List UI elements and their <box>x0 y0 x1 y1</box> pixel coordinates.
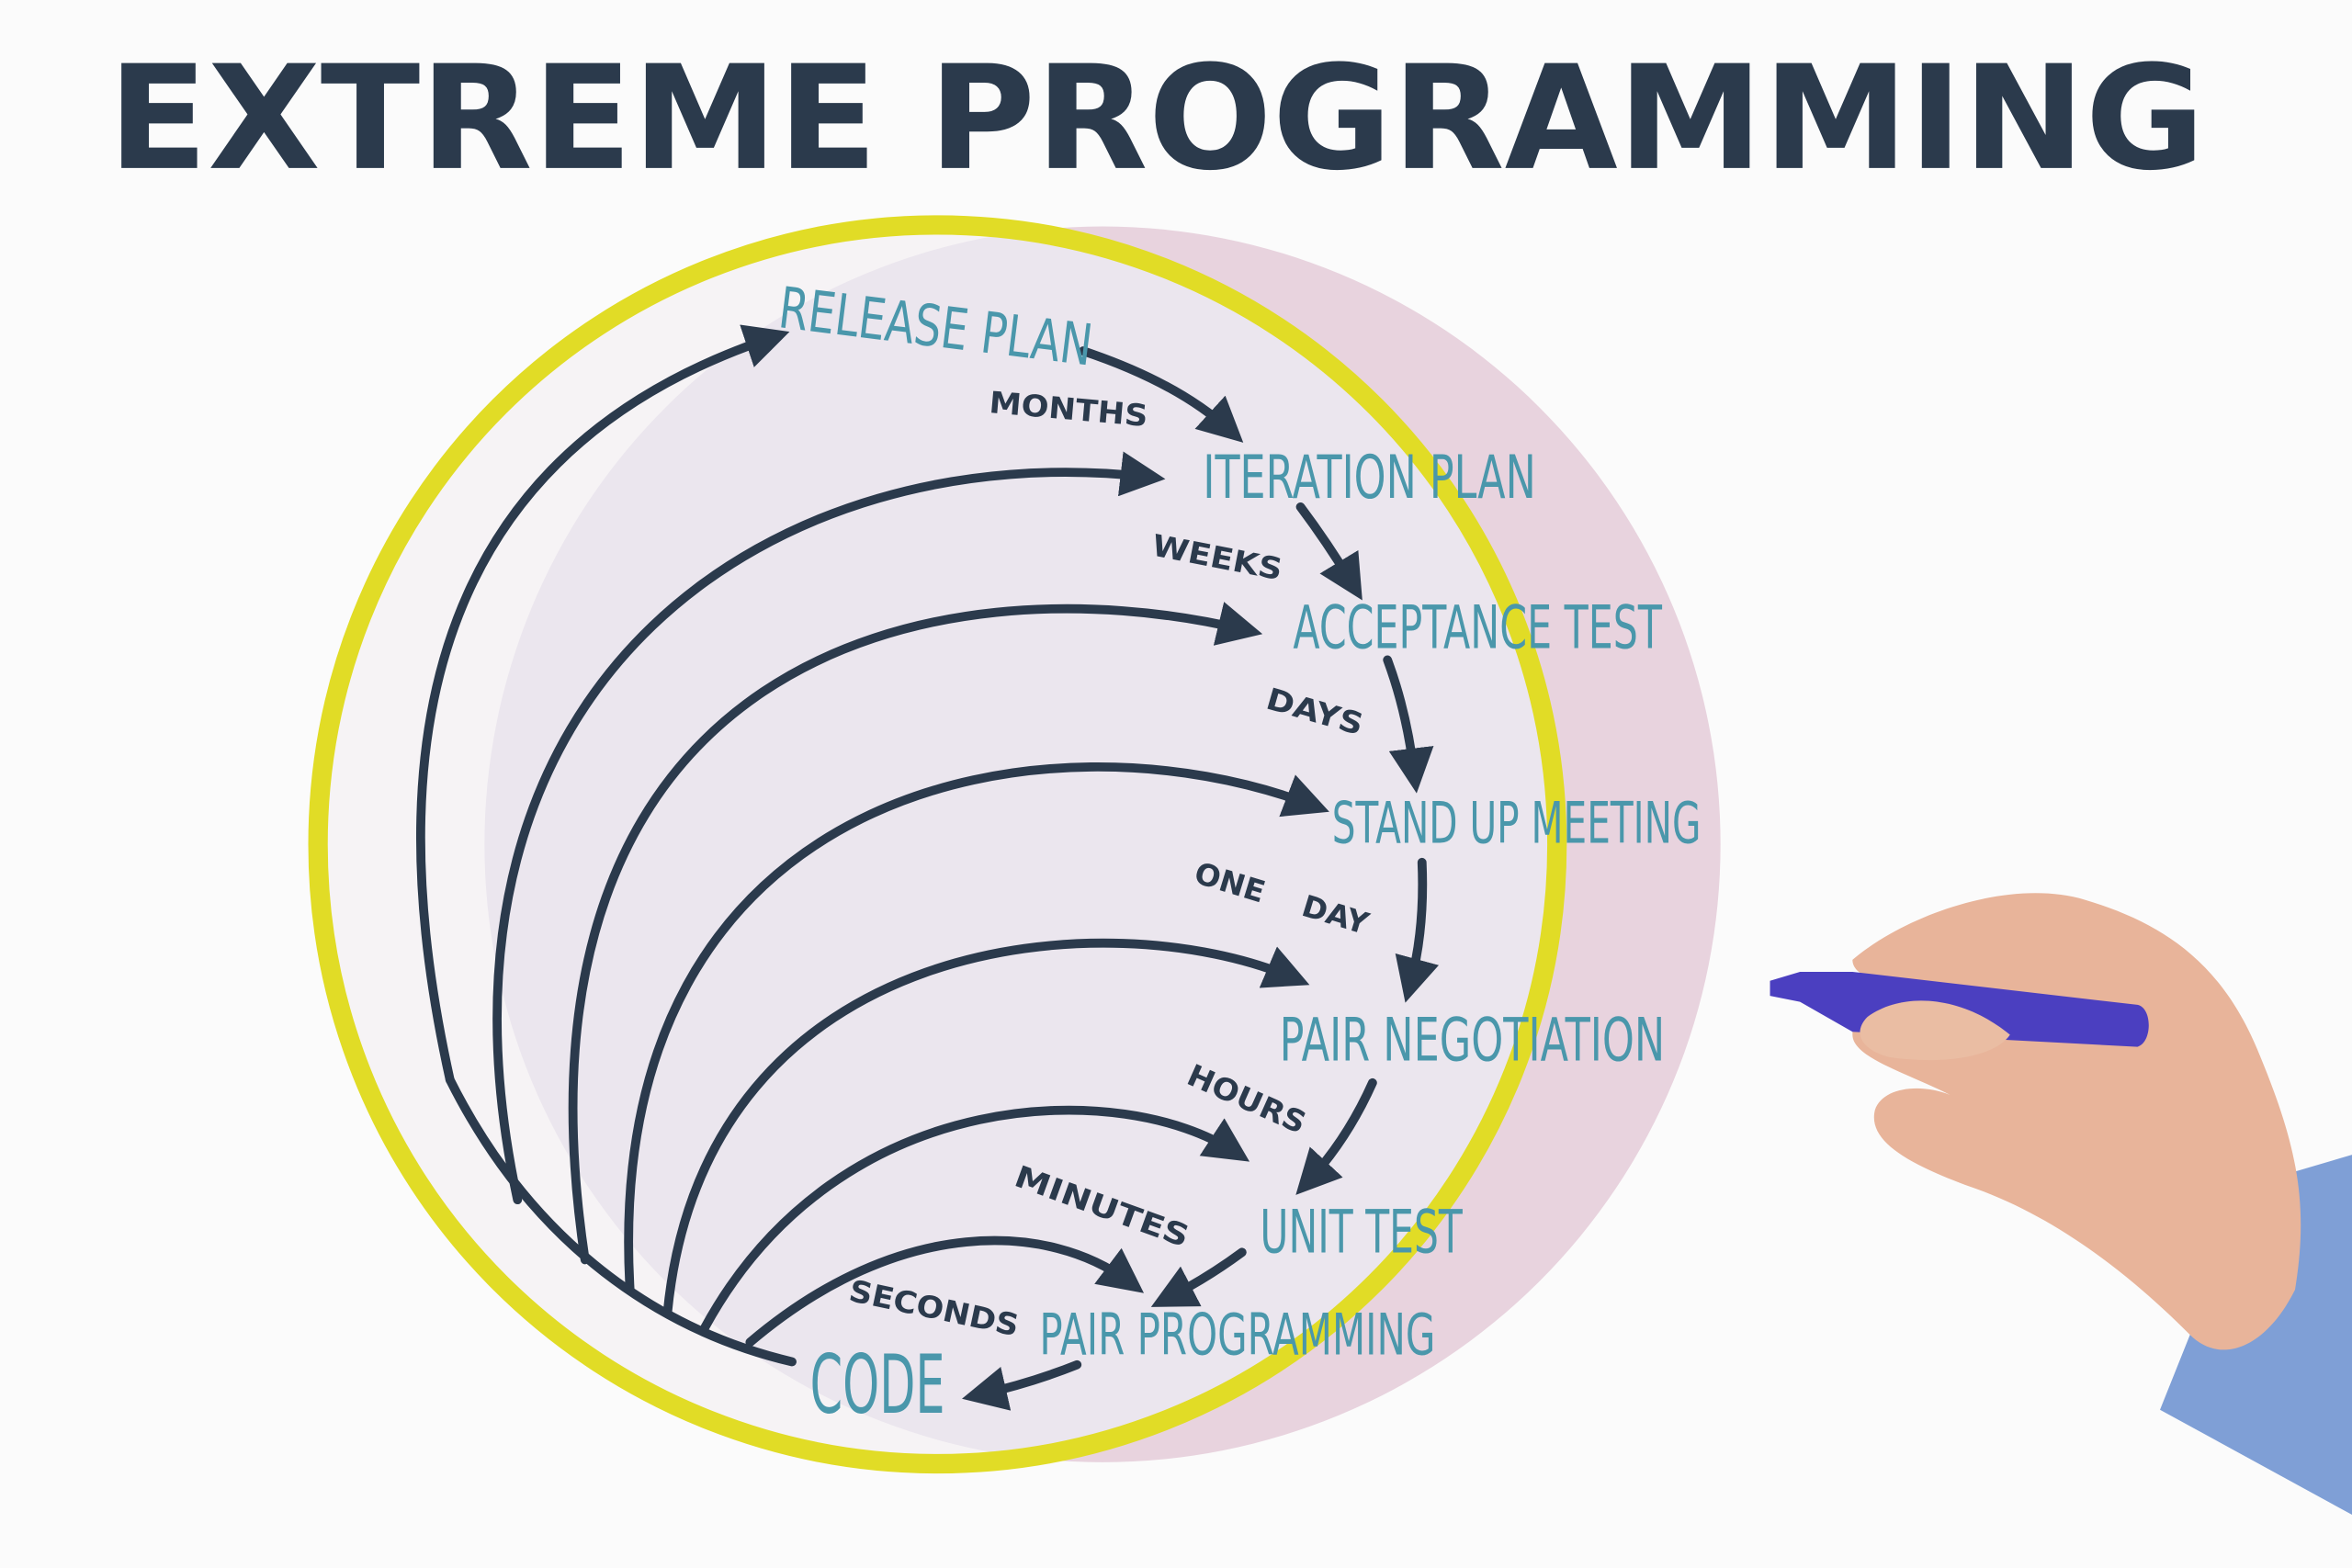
arc-pair-programming <box>745 1235 1145 1348</box>
arc-iteration-plan <box>492 451 1166 1205</box>
yellow-ring <box>308 215 1567 1474</box>
arc-stand-up-meeting <box>624 762 1329 1295</box>
label-code: CODE <box>810 1337 945 1432</box>
label-unit-test: UNIT TEST <box>1260 1197 1463 1267</box>
overlap-region <box>484 226 1557 1462</box>
step-arrows <box>962 346 1439 1411</box>
arrow-negotiation-to-unit <box>1295 1077 1377 1195</box>
feedback-arcs <box>416 324 1329 1367</box>
page-title: EXTREME PROGRAMMING <box>108 35 2205 202</box>
label-iteration-plan: ITERATION PLAN <box>1203 443 1535 513</box>
arc-release-plan <box>416 324 790 1085</box>
label-stand-up-meeting: STAND UP MEETING <box>1332 790 1702 857</box>
arc-acceptance-test <box>568 602 1263 1265</box>
arrow-pair-to-code <box>962 1359 1082 1411</box>
arrow-iteration-to-acceptance <box>1295 502 1363 601</box>
thumb <box>1860 1000 2010 1061</box>
arc-unit-test <box>700 1105 1250 1332</box>
arc-pair-negotiation <box>662 938 1310 1317</box>
arrow-standup-to-negotiation <box>1395 857 1439 1003</box>
arrow-unit-to-pair <box>1150 1247 1247 1307</box>
arrow-acceptance-to-standup <box>1383 655 1434 794</box>
label-pair-negotiation: PAIR NEGOTIATION <box>1280 1005 1666 1075</box>
label-acceptance-test: ACCEPTANCE TEST <box>1293 592 1662 662</box>
arc-base <box>445 1075 797 1367</box>
label-pair-programming: PAIR PROGRAMMING <box>1039 1301 1435 1368</box>
arrow-release-to-iteration <box>1078 346 1244 443</box>
hand-with-marker <box>1770 893 2352 1516</box>
